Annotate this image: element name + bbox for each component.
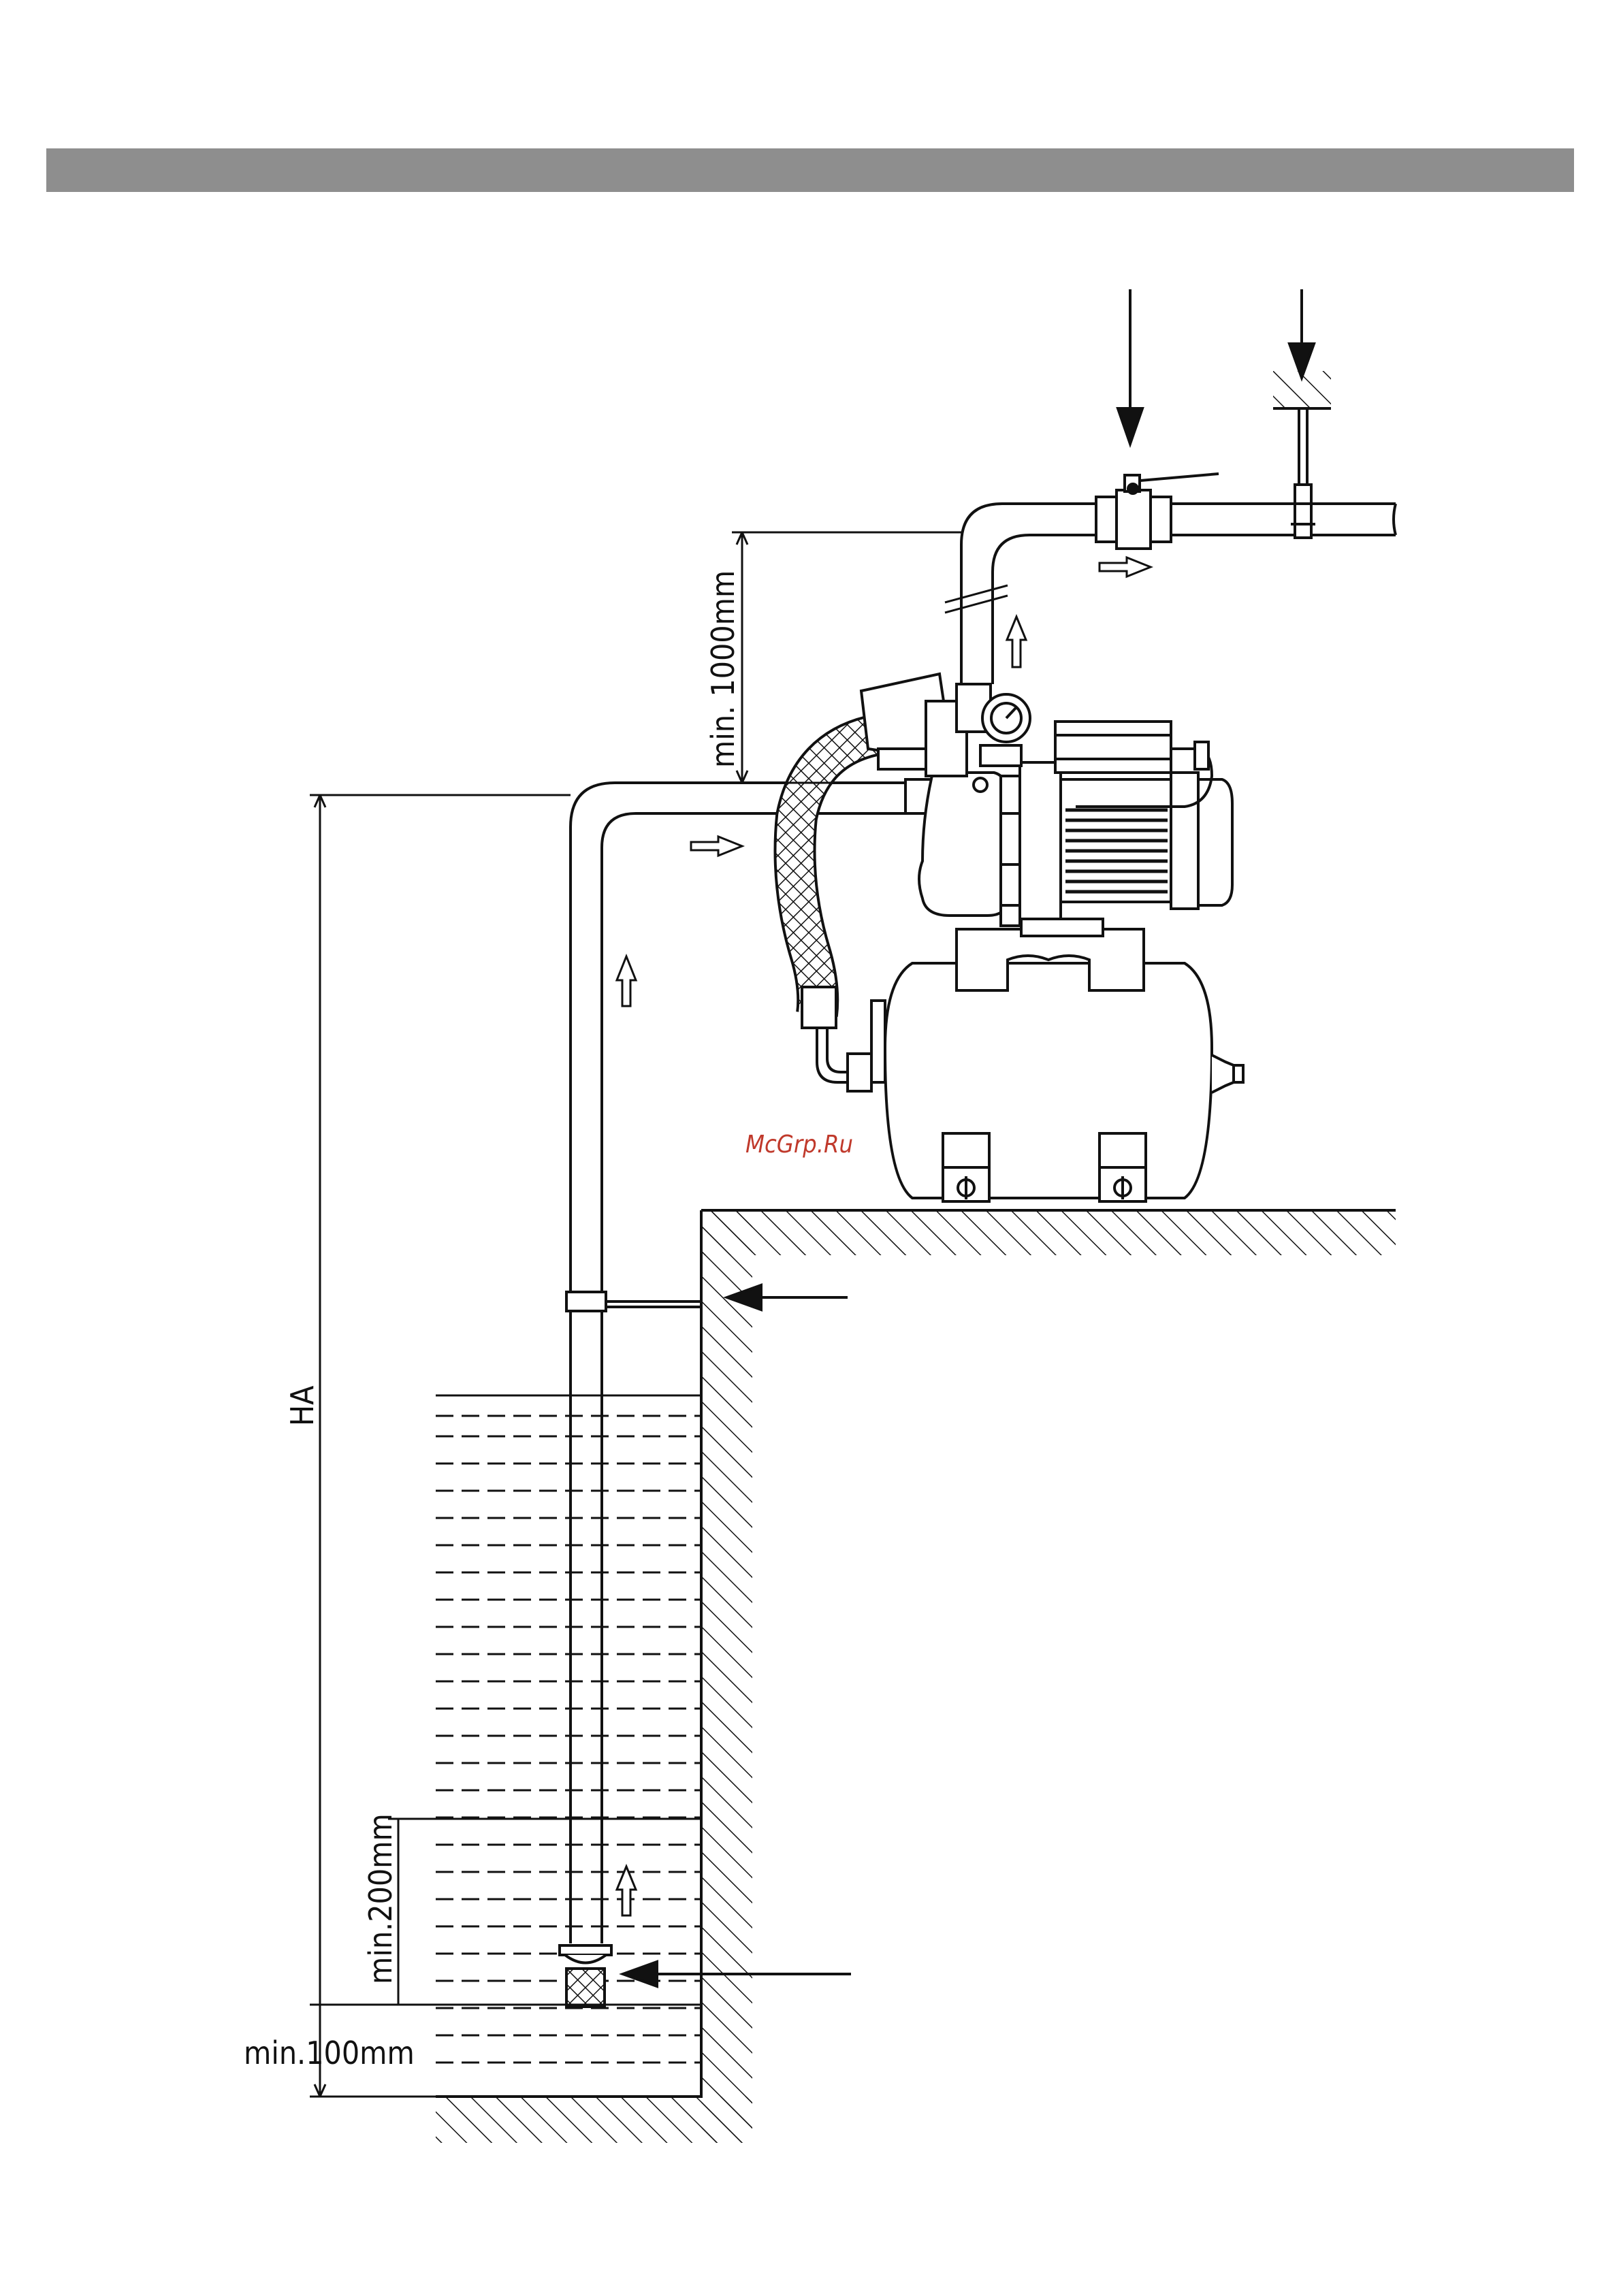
label-min-100: min.100mm xyxy=(244,2035,415,2071)
pressure-tank xyxy=(871,929,1243,1201)
pipe-hanger xyxy=(1273,371,1331,538)
flexible-hose xyxy=(795,735,876,1091)
dimension-lines xyxy=(310,532,961,2097)
header-bar xyxy=(46,148,1574,192)
label-min-200: min.200mm xyxy=(362,1813,399,1984)
pressure-switch-gauge xyxy=(861,674,1030,776)
water-lines xyxy=(436,1395,701,2063)
ball-valve xyxy=(1096,474,1219,549)
label-min-1000: min. 1000mm xyxy=(705,570,741,768)
watermark: McGrp.Ru xyxy=(745,1131,853,1159)
foot-valve-strainer xyxy=(560,1945,611,2007)
label-ha: HA xyxy=(284,1386,321,1426)
